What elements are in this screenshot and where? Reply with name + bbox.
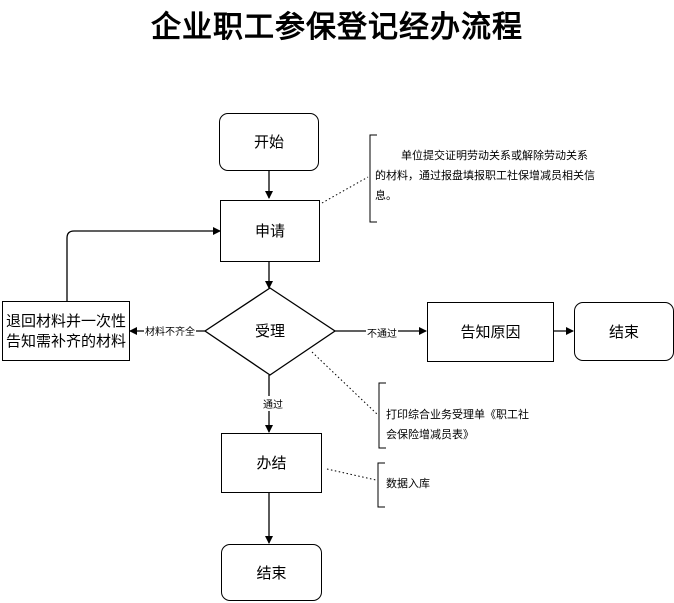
note-bracket-process bbox=[377, 462, 385, 508]
note-process: 数据入库 bbox=[386, 474, 506, 494]
note-bracket-accept bbox=[378, 382, 386, 449]
note-apply-line1: 单位提交证明劳动关系或解除劳动关系 bbox=[401, 149, 588, 162]
note-accept-line2: 会保险增减员表》 bbox=[386, 428, 474, 441]
note-process-line1: 数据入库 bbox=[386, 477, 430, 490]
apply-node: 申请 bbox=[220, 200, 320, 262]
decision-diamond bbox=[203, 287, 337, 376]
note-apply-line2: 的材料，通过报盘填报职工社保增减员相关信 bbox=[375, 169, 595, 182]
return-materials-line1: 退回材料并一次性 bbox=[5, 312, 126, 330]
edge-label-incomplete: 材料不齐全 bbox=[144, 323, 196, 338]
page-title: 企业职工参保登记经办流程 bbox=[151, 10, 523, 45]
note-accept: 打印综合业务受理单《职工社 会保险增减员表》 bbox=[386, 405, 556, 445]
reason-node: 告知原因 bbox=[427, 302, 554, 362]
note-leader-process bbox=[326, 468, 377, 481]
end-node-right: 结束 bbox=[574, 302, 674, 361]
note-apply: 单位提交证明劳动关系或解除劳动关系 的材料，通过报盘填报职工社保增减员相关信 息… bbox=[375, 146, 637, 206]
return-materials-line2: 告知需补齐的材料 bbox=[5, 332, 126, 350]
process-node: 办结 bbox=[221, 433, 322, 493]
end-node-bottom: 结束 bbox=[221, 544, 322, 601]
note-apply-line3: 息。 bbox=[375, 189, 397, 202]
note-leader-accept bbox=[311, 351, 379, 416]
note-bracket-apply bbox=[369, 134, 377, 223]
note-accept-line1: 打印综合业务受理单《职工社 bbox=[386, 408, 529, 421]
start-node: 开始 bbox=[219, 113, 319, 171]
note-leader-apply bbox=[321, 176, 369, 204]
edge-return-apply bbox=[66, 227, 221, 301]
edge-label-passed: 通过 bbox=[262, 396, 284, 411]
edge-label-rejected: 不通过 bbox=[366, 325, 398, 340]
return-materials-node: 退回材料并一次性 告知需补齐的材料 bbox=[2, 301, 130, 361]
accept-node-label: 受理 bbox=[254, 322, 285, 340]
